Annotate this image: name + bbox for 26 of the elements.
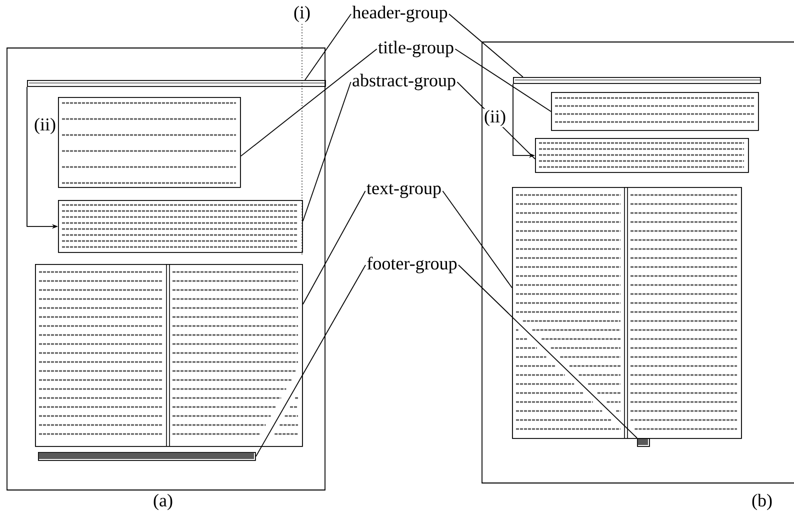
leader-line xyxy=(454,48,552,112)
region-box xyxy=(513,77,761,84)
edge-label: (ii) xyxy=(483,108,507,128)
leader-line xyxy=(302,82,352,222)
caption-label: (b) xyxy=(752,494,772,510)
region-box xyxy=(38,452,256,461)
region-box xyxy=(535,138,749,173)
leader-line xyxy=(304,14,352,80)
leader-line xyxy=(448,14,524,78)
caption-label: (a) xyxy=(154,494,172,510)
caption-label: (i) xyxy=(294,6,310,22)
group-label: header-group xyxy=(352,6,448,22)
region-box xyxy=(637,438,650,447)
region-box xyxy=(551,92,759,131)
group-label: abstract-group xyxy=(352,74,456,90)
group-label: footer-group xyxy=(367,256,457,274)
leader-line xyxy=(458,264,638,438)
leader-line xyxy=(442,190,512,288)
leader-line xyxy=(302,190,366,305)
group-label: title-group xyxy=(378,40,454,58)
leader-line xyxy=(240,48,378,157)
group-label: text-group xyxy=(366,184,441,198)
leader-line xyxy=(456,82,536,160)
region-box xyxy=(27,80,326,87)
leader-line xyxy=(255,264,366,457)
edge-label: (ii) xyxy=(33,116,57,136)
